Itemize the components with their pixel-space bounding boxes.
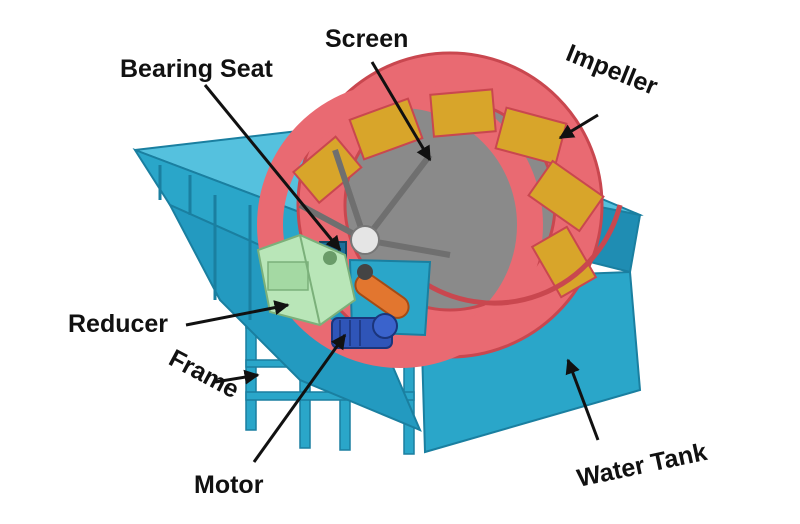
screen-buckets [292, 88, 605, 299]
label-reducer: Reducer [68, 310, 168, 338]
arrow-water-tank [565, 358, 600, 441]
motor [331, 313, 398, 349]
label-bearing-seat: Bearing Seat [120, 55, 274, 83]
label-impeller: Impeller [562, 39, 662, 101]
arrow-reducer [185, 300, 290, 327]
arrow-impeller [558, 113, 599, 140]
label-screen: Screen [325, 25, 408, 53]
label-motor: Motor [194, 471, 264, 499]
leader-arrows [185, 61, 600, 463]
arrow-bearing-seat [203, 84, 342, 252]
label-water-tank: Water Tank [575, 438, 710, 493]
arrow-motor [252, 333, 347, 463]
arrow-frame [214, 369, 260, 385]
arrow-screen [370, 61, 432, 162]
label-frame: Frame [164, 344, 243, 404]
belt-drive [354, 264, 410, 319]
